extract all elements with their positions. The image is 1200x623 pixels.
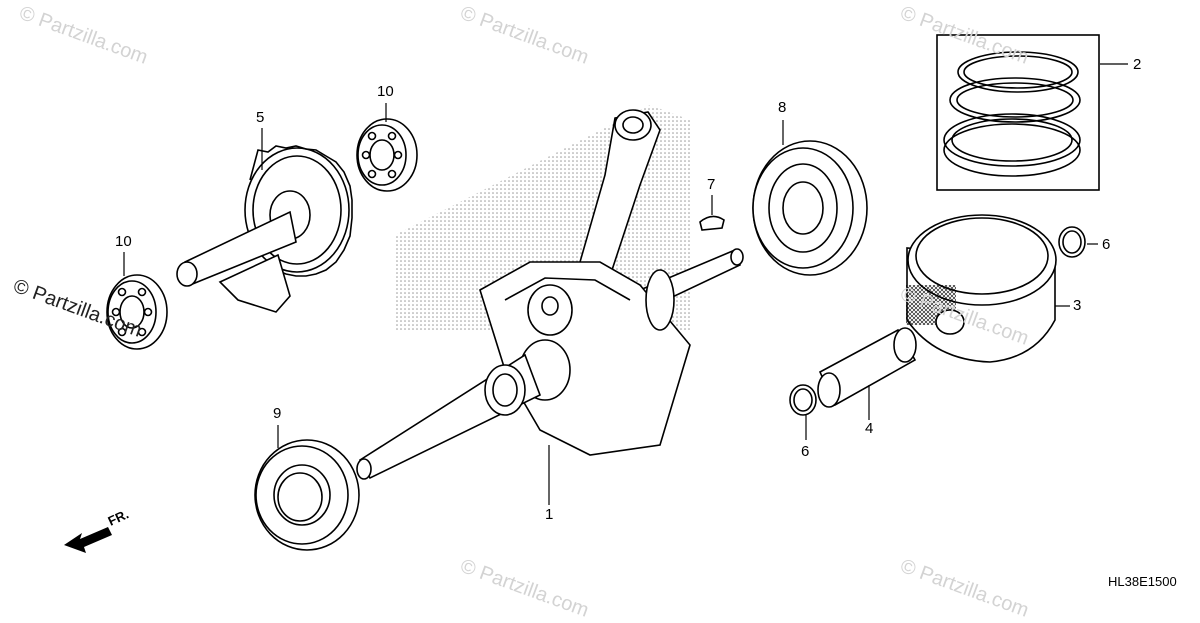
callout-10-upper: 10: [377, 83, 394, 100]
bearing-9: [254, 439, 360, 551]
callout-6-lower: 6: [801, 443, 810, 460]
piston-pin: [817, 327, 917, 408]
callout-3: 3: [1073, 297, 1082, 314]
callout-9: 9: [273, 405, 282, 422]
diagram-code: HL38E1500: [1108, 574, 1177, 589]
callout-1: 1: [545, 506, 554, 523]
callout-5: 5: [256, 109, 265, 126]
bearing-upper: [356, 118, 418, 192]
parts-diagram: [64, 34, 1128, 553]
crankshaft-assembly: [356, 109, 744, 480]
callout-4: 4: [865, 420, 874, 437]
bearing-8: [752, 140, 868, 276]
callout-6-upper: 6: [1102, 236, 1111, 253]
callout-10-lower: 10: [115, 233, 132, 250]
piston-ring-set: [936, 34, 1100, 191]
leader-lines: [123, 63, 1128, 505]
circlip-upper: [1058, 226, 1086, 258]
front-arrow-icon: [64, 527, 112, 553]
callout-2: 2: [1133, 56, 1142, 73]
woodruff-key: [699, 215, 725, 231]
callout-8: 8: [778, 99, 787, 116]
callout-7: 7: [707, 176, 716, 193]
balancer-shaft-gear: [176, 145, 353, 313]
piston: [906, 214, 1057, 363]
bearing-lower: [106, 274, 168, 350]
circlip-lower: [789, 384, 817, 416]
